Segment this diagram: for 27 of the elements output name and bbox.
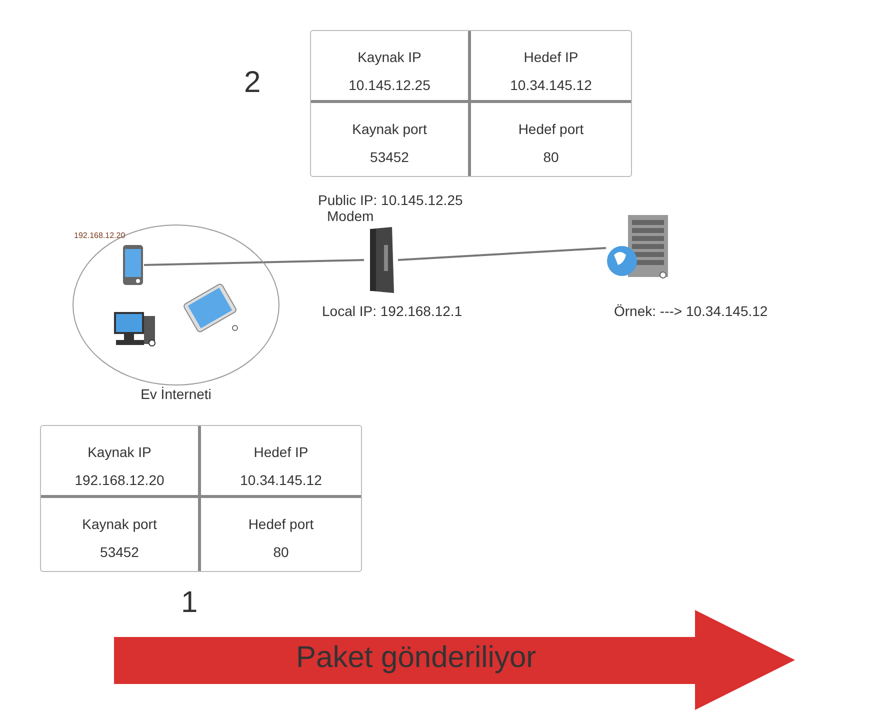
- column-header: Kaynak IP: [356, 49, 422, 65]
- step-number: 2: [244, 66, 261, 100]
- field-value: 80: [272, 544, 290, 560]
- column-header: Kaynak port: [81, 516, 158, 532]
- field-value: 53452: [99, 544, 140, 560]
- address-label: Local IP: 192.168.12.1: [322, 303, 462, 319]
- banner-text: Paket gönderiliyor: [296, 641, 536, 675]
- field-value: 192.168.12.20: [74, 472, 166, 488]
- column-header: Hedef IP: [522, 49, 580, 65]
- field-value: 10.34.145.12: [509, 77, 593, 93]
- field-value: 53452: [369, 149, 410, 165]
- address-label: 192.168.12.20: [74, 231, 126, 240]
- connector-line: [144, 259, 364, 266]
- column-header: Hedef IP: [252, 444, 310, 460]
- connector-line: [398, 247, 606, 261]
- field-value: 10.34.145.12: [239, 472, 323, 488]
- address-label: Public IP: 10.145.12.25: [318, 192, 463, 208]
- address-label: Örnek: ---> 10.34.145.12: [614, 303, 768, 319]
- step-number: 1: [181, 586, 198, 620]
- group-label: Ev İnterneti: [140, 386, 212, 402]
- column-header: Kaynak port: [351, 121, 428, 137]
- device-caption: Modem: [327, 208, 374, 224]
- column-header: Hedef port: [517, 121, 585, 137]
- field-value: 10.145.12.25: [348, 77, 432, 93]
- column-header: Kaynak IP: [86, 444, 152, 460]
- column-header: Hedef port: [247, 516, 315, 532]
- field-value: 80: [542, 149, 560, 165]
